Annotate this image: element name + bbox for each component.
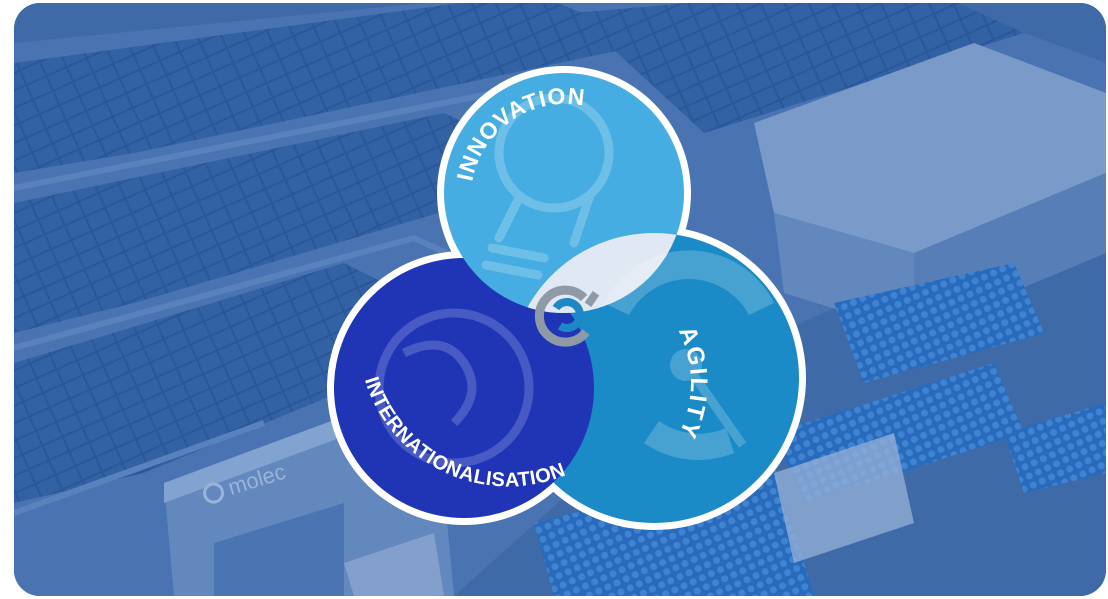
globe-icon <box>374 308 534 468</box>
venn-diagram: INNOVATION AGILITY INTERNATIONALISATION <box>327 66 806 530</box>
solar-panels-right <box>574 3 1024 133</box>
pipe-stack-4 <box>1004 403 1106 493</box>
internationalisation-circle <box>334 258 594 518</box>
company-logo-icon <box>534 285 600 347</box>
pipe-stack-1 <box>834 263 1044 383</box>
warehouse-roof <box>754 43 1106 253</box>
lightbulb-icon <box>481 93 614 280</box>
speedometer-icon <box>604 250 774 460</box>
center-overlap <box>509 233 684 313</box>
hero-card: molec <box>14 3 1106 596</box>
solar-panels-mid <box>14 113 574 333</box>
solar-panels-top <box>14 3 654 173</box>
